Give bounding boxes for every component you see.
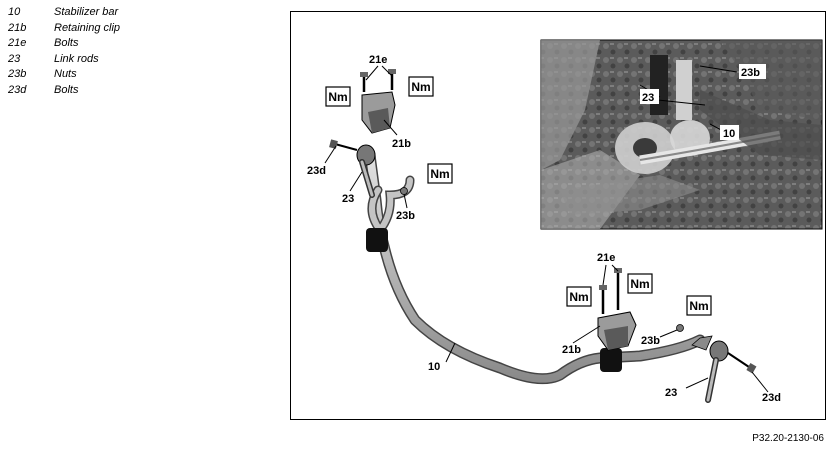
legend-code: 23b — [8, 68, 27, 80]
legend-code: 21e — [8, 37, 27, 49]
photo-label-23b: 23b — [741, 67, 760, 79]
torque-label: Nm — [689, 299, 708, 313]
figure-caption: P32.20-2130-06 — [752, 433, 824, 444]
torque-label: Nm — [630, 277, 649, 291]
legend-code: 10 — [8, 6, 21, 18]
legend-text: Bolts — [54, 37, 79, 49]
label-10: 10 — [428, 361, 440, 373]
label-23: 23 — [665, 387, 677, 399]
torque-box-nut-right: Nm — [686, 295, 712, 316]
label-23: 23 — [342, 193, 354, 205]
link-rod-right — [676, 324, 757, 403]
torque-box-clip-left-2: Nm — [408, 76, 434, 97]
label-21e: 21e — [369, 54, 387, 66]
legend-text: Nuts — [54, 68, 77, 80]
leader-lines — [324, 65, 769, 393]
label-21b: 21b — [562, 344, 581, 356]
legend-code: 23d — [8, 83, 27, 96]
torque-box-nut-left: Nm — [427, 163, 453, 184]
legend-row: 21b Retaining clip — [8, 21, 120, 37]
torque-box-clip-right: Nm — [566, 286, 592, 307]
label-23d: 23d — [762, 392, 781, 404]
legend-text: Stabilizer bar — [54, 6, 119, 18]
legend-text: Bolts — [54, 83, 79, 96]
retaining-clip-left — [360, 69, 396, 134]
bushing-left — [366, 228, 388, 252]
torque-label: Nm — [430, 167, 449, 181]
legend-text: Link rods — [54, 52, 99, 65]
torque-label: Nm — [328, 90, 347, 104]
legend-row: 10 Stabilizer bar — [8, 5, 120, 21]
parts-legend: 10 Stabilizer bar 21b Retaining clip 21e… — [8, 5, 120, 98]
torque-box-clip-right-2: Nm — [627, 273, 653, 294]
retaining-clip-right — [597, 268, 637, 351]
bushing-right — [600, 348, 622, 372]
legend-code: 21b — [8, 21, 27, 34]
legend-row: 21e Bolts — [8, 36, 120, 52]
photo-label-10: 10 — [723, 128, 735, 140]
label-21e: 21e — [597, 252, 615, 264]
label-21b: 21b — [392, 138, 411, 150]
label-23d: 23d — [307, 165, 326, 177]
legend-row: 23 Link rods — [8, 52, 120, 68]
torque-label: Nm — [411, 80, 430, 94]
legend-text: Retaining clip — [54, 21, 121, 34]
photo-label-23: 23 — [642, 92, 654, 104]
legend-code: 23 — [8, 52, 21, 65]
vehicle-photo-inset — [540, 39, 823, 230]
legend-row: 23b Nuts — [8, 67, 120, 83]
label-23b: 23b — [396, 210, 415, 222]
torque-label: Nm — [569, 290, 588, 304]
legend-row: 23d Bolts — [8, 83, 120, 99]
label-23b: 23b — [641, 335, 660, 347]
torque-box-clip-left: Nm — [325, 86, 351, 107]
